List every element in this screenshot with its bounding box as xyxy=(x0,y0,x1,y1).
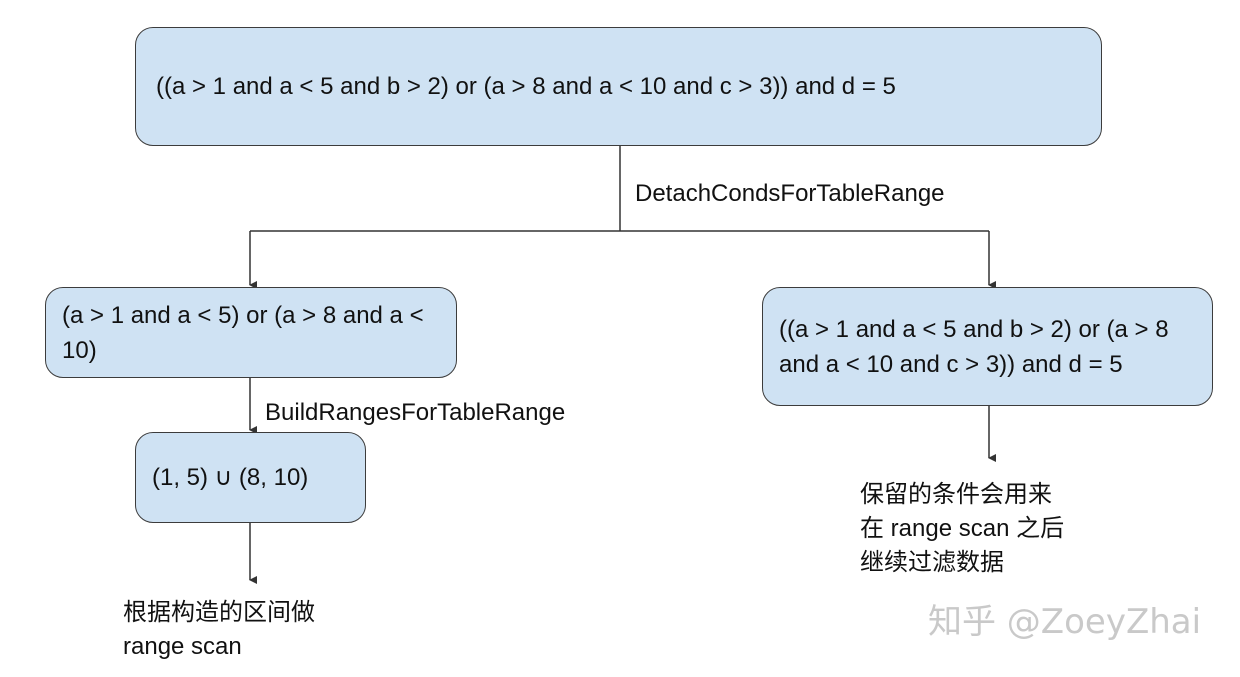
detach-conds-label: DetachCondsForTableRange xyxy=(635,180,945,207)
filter-note-line: 继续过滤数据 xyxy=(860,549,1004,576)
range-conditions-node: (a > 1 and a < 5) or (a > 8 and a < 10) xyxy=(45,287,457,378)
root-condition-text: ((a > 1 and a < 5 and b > 2) or (a > 8 a… xyxy=(156,73,896,100)
remaining-conditions-text: ((a > 1 and a < 5 and b > 2) or (a > 8 a… xyxy=(779,315,1169,378)
range-result-text: (1, 5) ∪ (8, 10) xyxy=(152,464,309,491)
range-result-node: (1, 5) ∪ (8, 10) xyxy=(135,432,366,523)
build-ranges-label: BuildRangesForTableRange xyxy=(265,399,566,426)
range-scan-note-line: range scan xyxy=(123,633,242,660)
root-condition-node: ((a > 1 and a < 5 and b > 2) or (a > 8 a… xyxy=(135,27,1102,146)
range-conditions-text: (a > 1 and a < 5) or (a > 8 and a < 10) xyxy=(62,301,424,364)
remaining-conditions-node: ((a > 1 and a < 5 and b > 2) or (a > 8 a… xyxy=(762,287,1213,406)
zhihu-watermark: 知乎 @ZoeyZhai xyxy=(928,602,1202,642)
filter-note-line: 保留的条件会用来 xyxy=(860,481,1052,508)
filter-note: 保留的条件会用来 在 range scan 之后 继续过滤数据 xyxy=(860,478,1120,580)
range-scan-note: 根据构造的区间做 range scan xyxy=(123,596,383,664)
range-scan-note-line: 根据构造的区间做 xyxy=(123,599,315,626)
filter-note-line: 在 range scan 之后 xyxy=(860,515,1065,542)
